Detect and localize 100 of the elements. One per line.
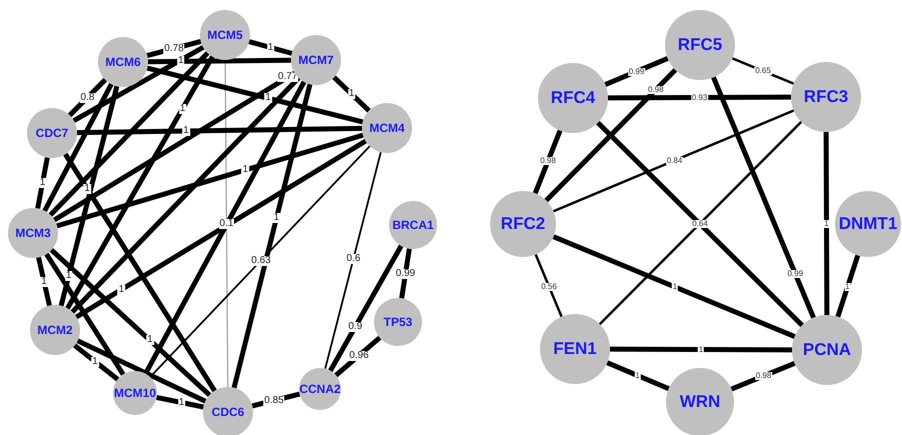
node-label: RFC2 [500,213,546,236]
network-edge [156,394,204,410]
network-edge [36,256,52,306]
edge-label: 1 [40,276,48,286]
network-edge [44,252,126,376]
edge-label: 1 [178,104,186,114]
network-edge [544,68,678,202]
gene-node [299,368,341,410]
network-edge [146,38,202,58]
edge-label: 1 [266,42,274,52]
edge-label: 1 [64,271,72,282]
edge-label: 0.9 [347,322,364,332]
network-edge [73,344,120,382]
gene-node [113,371,157,415]
network-edge [606,360,670,392]
node-label: CDC7 [36,125,68,142]
edge-label: 1 [182,126,190,136]
network-edge [76,338,206,404]
edge-label: 1 [264,93,272,104]
gene-node [389,201,437,249]
edge-label: 0.98 [754,372,772,380]
network-edge [76,126,362,136]
gene-node [666,368,734,435]
edge-label: 0.99 [786,270,804,278]
network-edge [35,157,50,209]
node-label: MCM6 [105,54,141,71]
network-edge [42,82,114,212]
node-label: RFC5 [678,34,722,56]
network-edge [835,254,860,318]
node-label: PCNA [802,339,852,362]
network-edge [53,70,296,222]
network-edge [75,138,367,320]
edge-label: 1 [672,283,678,291]
gene-node [362,103,412,153]
edge-label: 1 [177,56,185,66]
edge-label: 0.1 [218,218,234,228]
gene-node [374,298,422,346]
network-edge [56,132,364,228]
network-edge [146,66,364,124]
network-edge [232,84,312,388]
edge-label: 1 [844,283,851,291]
edge-label: 1 [698,346,704,354]
network-edge [248,39,293,56]
network-edge [72,45,204,123]
edge-label: 0.56 [540,282,558,290]
edge-label: 1 [91,356,99,366]
node-label: FEN1 [553,338,597,360]
gene-node [30,305,80,355]
edge-label: 1 [83,184,91,194]
network-edge [58,86,120,306]
network-edge [328,244,404,372]
network-edge [399,248,412,299]
network-edge [552,234,796,339]
node-label: MCM7 [298,52,334,69]
network-edge [730,360,796,392]
node-label: RFC4 [550,87,596,110]
gene-node [203,387,253,435]
node-label: WRN [680,391,720,414]
node-label: CDC6 [212,404,244,421]
gene-node [8,208,58,258]
network-edge [552,109,794,212]
edge-label: 0.93 [690,94,708,102]
edge-label: 0.99 [628,68,646,76]
node-label: TP53 [384,314,412,331]
edge-label: 1 [348,89,356,99]
network-edge [68,78,108,118]
gene-node [200,10,250,60]
edge-label: 1 [272,213,280,224]
network-edge [70,76,300,314]
network-edge [65,55,215,310]
gene-node [27,108,77,158]
network-edge [711,76,816,319]
gene-node [98,37,148,87]
node-label: DNMT1 [838,213,898,236]
network-edge [608,94,791,100]
edge-label: 0.85 [263,396,285,406]
network-edge [824,132,830,315]
edge-label: 0.98 [539,157,557,165]
network-edge [324,152,382,369]
node-label: MCM5 [207,27,243,44]
network-edge [148,58,292,64]
network-edge [732,57,794,85]
edge-label: 0.99 [394,268,416,278]
network-edge [332,75,371,113]
edge-label: 0.96 [348,350,370,360]
network-edge [63,152,217,392]
node-label: BRCA1 [392,217,434,234]
edge-label: 1 [178,398,186,408]
node-label: MCM4 [369,120,405,137]
edge-label: 0.63 [250,256,272,266]
edge-label: 1 [242,165,250,175]
edge-label: 0.78 [163,44,185,54]
edge-label: 0.6 [346,254,362,264]
edge-label: 0.98 [646,86,665,94]
edge-label: 0.8 [80,92,96,102]
network-edge [604,56,669,87]
network-edge [50,248,212,397]
edge-label: 1 [146,335,154,346]
node-label: MCM10 [114,385,156,402]
node-label: MCM2 [37,322,73,339]
